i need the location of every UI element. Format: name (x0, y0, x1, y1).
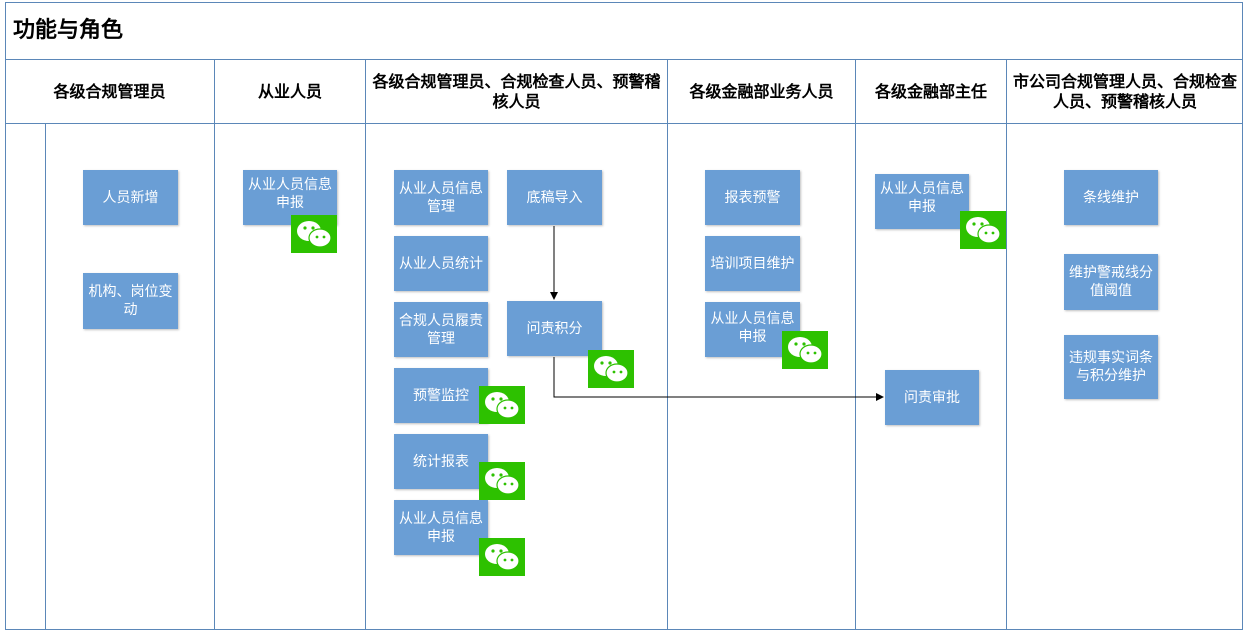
wechat-icon (588, 350, 634, 388)
diagram-title: 功能与角色 (13, 18, 124, 43)
left-inner-border (45, 124, 46, 630)
diagram-frame (5, 2, 1243, 630)
wechat-icon (291, 215, 337, 253)
node-practitioner-info-mgmt[interactable]: 从业人员信息管理 (394, 170, 488, 225)
column-divider-5 (1006, 59, 1007, 630)
node-accountability-points[interactable]: 问责积分 (507, 301, 602, 356)
column-header-compliance-admin: 各级合规管理员 (53, 81, 166, 101)
column-header-compliance-inspectors: 各级合规管理员、合规检查人员、预警稽核人员 (372, 71, 661, 111)
node-practitioner-stats[interactable]: 从业人员统计 (394, 236, 488, 291)
node-stat-report[interactable]: 统计报表 (394, 434, 488, 489)
wechat-icon (479, 462, 525, 500)
wechat-icon (960, 211, 1006, 249)
column-divider-4 (855, 59, 856, 630)
node-training-item-maint[interactable]: 培训项目维护 (705, 236, 800, 291)
node-violation-terms-maint[interactable]: 违规事实词条与积分维护 (1064, 335, 1158, 399)
title-divider (5, 59, 1243, 60)
node-report-alert[interactable]: 报表预警 (705, 170, 800, 225)
wechat-icon (782, 331, 828, 369)
node-org-post-change[interactable]: 机构、岗位变动 (83, 273, 178, 329)
column-header-practitioner: 从业人员 (257, 81, 322, 101)
node-practitioner-report[interactable]: 从业人员信息申报 (394, 500, 488, 555)
node-personnel-add[interactable]: 人员新增 (83, 170, 178, 225)
node-compliance-duty-mgmt[interactable]: 合规人员履责管理 (394, 302, 488, 357)
column-divider-2 (365, 59, 366, 630)
node-line-maint[interactable]: 条线维护 (1064, 170, 1158, 225)
column-header-finance-director: 各级金融部主任 (874, 81, 987, 101)
header-divider (5, 123, 1243, 124)
column-header-city-compliance: 市公司合规管理人员、合规检查人员、预警稽核人员 (1012, 71, 1237, 111)
node-draft-import[interactable]: 底稿导入 (507, 170, 602, 225)
node-alert-threshold-maint[interactable]: 维护警戒线分值阈值 (1064, 254, 1158, 310)
column-divider-3 (667, 59, 668, 630)
arrow-accountability-to-approval (553, 357, 884, 401)
node-alert-monitor[interactable]: 预警监控 (394, 368, 488, 423)
wechat-icon (479, 538, 525, 576)
column-header-finance-staff: 各级金融部业务人员 (689, 81, 834, 101)
node-practitioner-report[interactable]: 从业人员信息申报 (875, 174, 969, 229)
node-accountability-approval[interactable]: 问责审批 (885, 370, 979, 425)
wechat-icon (479, 386, 525, 424)
column-divider-1 (214, 59, 215, 630)
